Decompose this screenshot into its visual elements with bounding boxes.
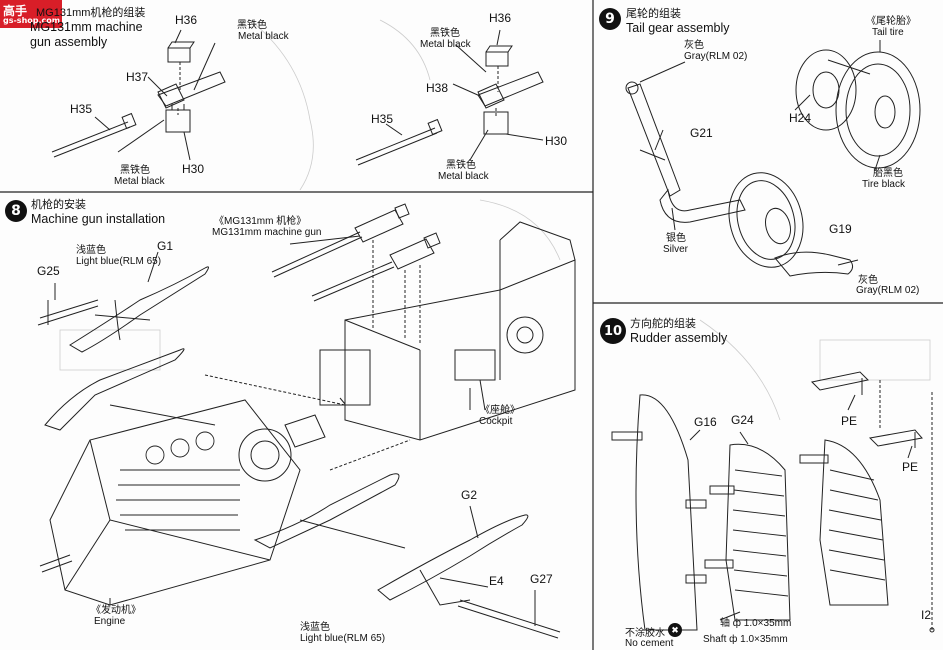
logo-text-main: 高手: [3, 4, 28, 18]
step7-title-en-1: MG131mm machine: [30, 20, 143, 34]
step7-title-en-2: gun assembly: [30, 35, 108, 49]
part-label-g24: G24: [731, 413, 754, 427]
tail-tire-en: Tail tire: [872, 27, 904, 38]
metal-black-en-b: Metal black: [114, 176, 165, 187]
gray-zh-a: 灰色: [684, 40, 704, 51]
part-label-h30a: H30: [182, 162, 205, 176]
part-label-pe-2: PE: [902, 460, 919, 474]
light-blue-en-a: Light blue(RLM 65): [76, 256, 162, 267]
part-label-g1: G1: [157, 239, 174, 253]
logo-text-url: gs-shop.com: [3, 16, 61, 25]
part-label-h38: H38: [426, 81, 449, 95]
engine-zh: 《发动机》: [91, 605, 141, 616]
part-label-g27: G27: [530, 572, 553, 586]
gray-zh-b: 灰色: [858, 275, 878, 286]
part-label-h35b: H35: [371, 112, 394, 126]
tire-black-zh: 胎黑色: [873, 168, 903, 179]
part-label-g25: G25: [37, 264, 60, 278]
step9-number: 9: [599, 8, 621, 30]
part-label-h36b: H36: [489, 11, 512, 25]
part-label-h24: H24: [789, 111, 812, 125]
step10-title-en: Rudder assembly: [630, 331, 728, 345]
tire-black-en: Tire black: [862, 179, 905, 190]
metal-black-en-a: Metal black: [238, 31, 289, 42]
step10-title-zh: 方向舵的组装: [630, 318, 696, 330]
part-label-h36a: H36: [175, 13, 198, 27]
engine-en: Engine: [94, 616, 126, 627]
no-cement-en: No cement: [625, 638, 674, 649]
part-label-g2: G2: [461, 488, 478, 502]
step9-title-zh: 尾轮的组装: [626, 8, 681, 20]
no-cement-icon: ✖: [668, 623, 682, 637]
tail-tire-zh: 《尾轮胎》: [866, 16, 916, 27]
part-label-pe-1: PE: [841, 414, 858, 428]
light-blue-zh-a: 浅蓝色: [76, 245, 106, 256]
metal-black-zh-c: 黑铁色: [430, 28, 460, 39]
part-label-g19: G19: [829, 222, 852, 236]
shaft-zh: 轴 ф 1.0×35mm: [720, 618, 792, 629]
cockpit-zh: 《座舱》: [480, 405, 520, 416]
silver-zh: 银色: [666, 233, 686, 244]
silver-en: Silver: [663, 244, 689, 255]
mg-caption-zh: 《MG131mm 机枪》: [214, 216, 307, 227]
part-label-i2: I2: [921, 608, 932, 622]
part-label-h35a: H35: [70, 102, 93, 116]
cockpit-en: Cockpit: [479, 416, 513, 427]
step8-title-en: Machine gun installation: [31, 212, 166, 226]
metal-black-en-c: Metal black: [420, 39, 471, 50]
step8-number: 8: [5, 200, 27, 222]
gray-en-b: Gray(RLM 02): [856, 285, 920, 296]
light-blue-zh-b: 浅蓝色: [300, 622, 330, 633]
no-cement-zh: 不涂胶水: [625, 628, 665, 639]
part-label-g21: G21: [690, 126, 713, 140]
shop-logo: 高手 gs-shop.com: [0, 0, 62, 28]
part-label-g16: G16: [694, 415, 717, 429]
step7-title-zh: MG131mm机枪的组装: [36, 7, 146, 19]
metal-black-zh-a: 黑铁色: [237, 20, 267, 31]
metal-black-en-d: Metal black: [438, 171, 489, 182]
part-label-h37: H37: [126, 70, 149, 84]
mg-caption-en: MG131mm machine gun: [212, 227, 322, 238]
step10-number: 10: [600, 318, 626, 344]
step8-title-zh: 机枪的安装: [31, 199, 86, 211]
step9-title-en: Tail gear assembly: [626, 21, 730, 35]
light-blue-en-b: Light blue(RLM 65): [300, 633, 386, 644]
metal-black-zh-b: 黑铁色: [120, 165, 150, 176]
shaft-en: Shaft ф 1.0×35mm: [703, 634, 788, 645]
gray-en-a: Gray(RLM 02): [684, 51, 748, 62]
part-label-e4: E4: [489, 574, 504, 588]
part-label-h30b: H30: [545, 134, 568, 148]
metal-black-zh-d: 黑铁色: [446, 160, 476, 171]
